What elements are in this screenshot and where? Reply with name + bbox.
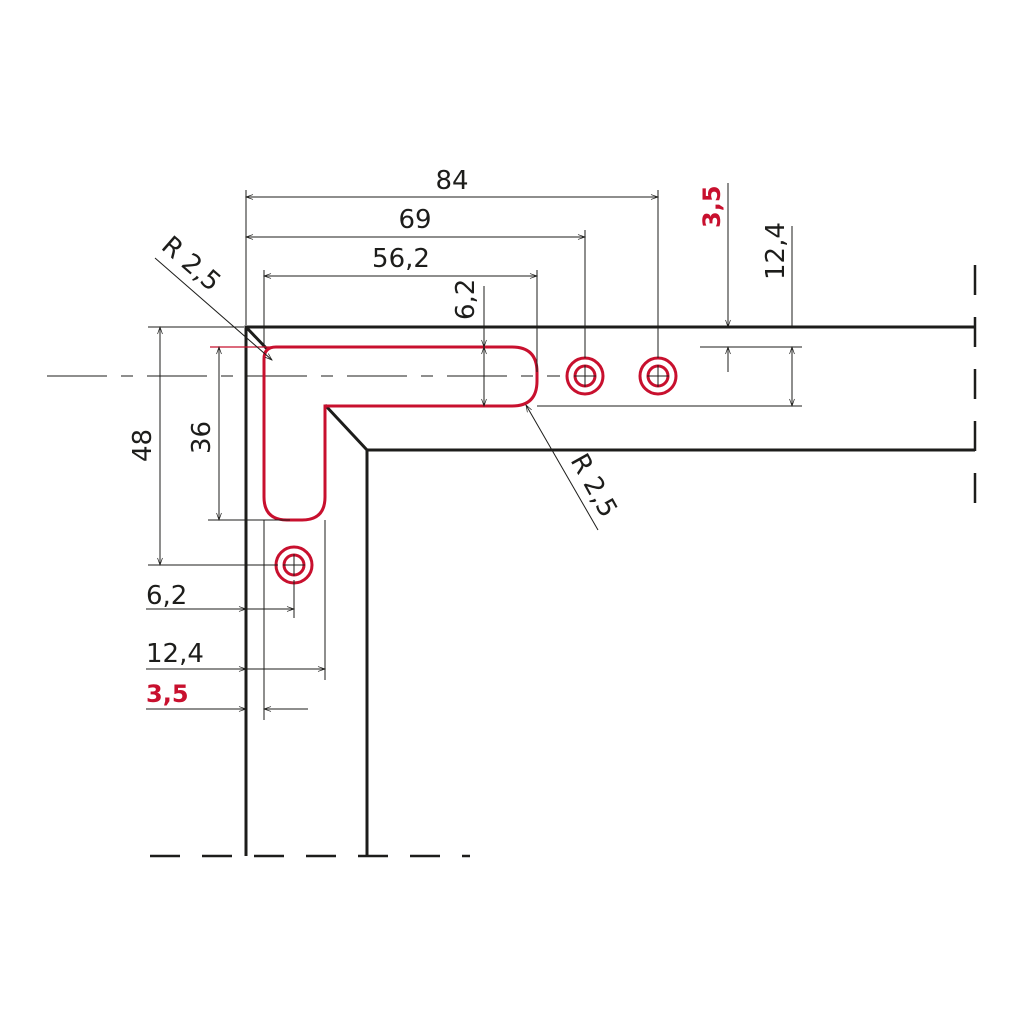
- dim-left-horizontal: [146, 520, 327, 720]
- miter-line-outer: [244, 325, 270, 352]
- slot-cutout: [210, 345, 539, 522]
- leader-radius-inner: [525, 404, 599, 531]
- radius-leaders: [154, 257, 599, 531]
- dim-text-radius-outer: R 2,5: [155, 231, 226, 298]
- dim-text-69: 69: [398, 205, 431, 235]
- miter-line-inner: [323, 403, 369, 452]
- dim-text-56-2: 56,2: [372, 244, 430, 274]
- dim-text-12-4-left: 12,4: [146, 639, 204, 669]
- hole-3: [274, 545, 314, 585]
- dim-text-6-2-left: 6,2: [146, 581, 187, 611]
- hole-1: [565, 356, 605, 396]
- top-dimensions: [244, 190, 660, 372]
- dim-text-48: 48: [128, 429, 158, 462]
- dim-text-6-2-top: 6,2: [451, 279, 481, 320]
- dim-text-12-4-right: 12,4: [761, 222, 791, 280]
- inner-edge: [365, 448, 975, 856]
- dim-left-vertical: [148, 325, 290, 567]
- dim-text-3-5-left: 3,5: [146, 680, 189, 708]
- hole-2: [638, 356, 678, 396]
- dim-text-36: 36: [187, 421, 217, 454]
- dim-text-3-5-top: 3,5: [698, 185, 726, 228]
- l-slot-outline: [262, 345, 539, 522]
- leader-radius-outer: [154, 257, 273, 361]
- dim-right: [537, 183, 802, 408]
- dim-text-84: 84: [435, 166, 468, 196]
- profile-outline: [47, 265, 977, 858]
